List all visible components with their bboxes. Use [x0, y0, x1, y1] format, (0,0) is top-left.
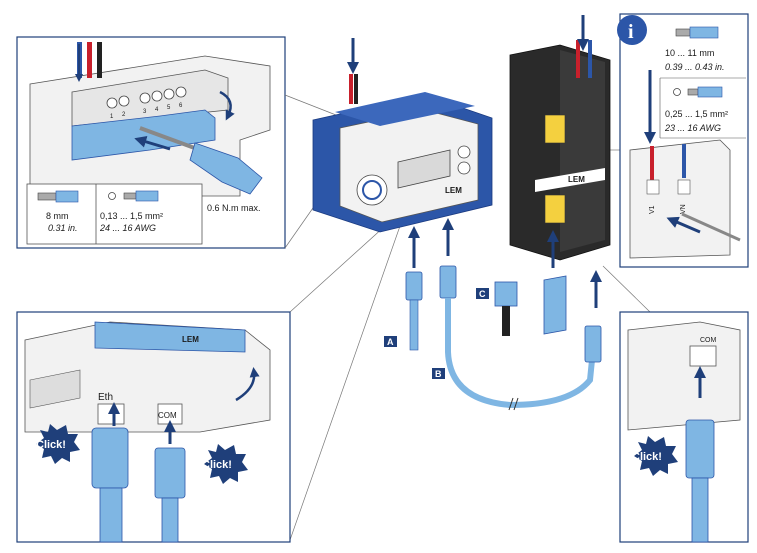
eth-port	[97, 403, 125, 425]
blue-clamp	[71, 109, 216, 161]
click-badge-2: Click!	[202, 444, 248, 484]
terminal-number-3: 3	[143, 109, 147, 115]
terminal-number-2: 2	[122, 112, 126, 118]
badge-a: A	[384, 336, 397, 347]
com-port	[689, 345, 717, 367]
device-button	[457, 161, 471, 175]
terminal-number-4: 4	[155, 107, 159, 113]
com-cable-b	[439, 265, 602, 409]
terminal-number-1: 1	[110, 114, 114, 120]
torque-label: 0.6 N.m max.	[207, 203, 261, 213]
ethernet-cable-a	[405, 271, 423, 351]
brand-logo: LEM	[568, 175, 585, 184]
meter-device: LEM	[312, 74, 493, 233]
dial	[356, 174, 388, 206]
ethernet-plug	[91, 427, 129, 543]
port-label-com: COM	[700, 337, 717, 344]
screwdriver-icon	[139, 126, 263, 195]
click-label-2: Click!	[202, 459, 232, 471]
com-plug	[154, 447, 186, 543]
strip-length-mm: 8 mm	[46, 211, 69, 221]
bottom-left-panel: LEM Eth COM Click! Click!	[16, 311, 291, 543]
wires	[77, 42, 102, 78]
rotate-arrow	[219, 90, 235, 121]
info-cross-section-mm2: 0,25 ... 1,5 mm²	[665, 109, 728, 119]
sensor-device: LEM	[509, 40, 611, 261]
info-cross-section-awg: 23 ... 16 AWG	[664, 123, 721, 133]
zoom-line	[284, 94, 337, 116]
brand-logo: LEM	[182, 335, 199, 344]
connector-c	[494, 281, 518, 336]
info-symbol: i	[628, 21, 634, 43]
ferrule-icon	[108, 190, 159, 202]
terminal-label-v1: V1	[649, 205, 656, 214]
ferrule-icon	[673, 86, 723, 98]
badge-c: C	[476, 288, 489, 299]
push-arrow	[134, 135, 171, 151]
click-label-1: Click!	[36, 439, 66, 451]
click-badge: Click!	[632, 436, 678, 476]
terminal-numbers: 1 2 3 4 5 6	[110, 103, 183, 120]
click-badge-1: Click!	[36, 424, 80, 464]
port-label-eth: Eth	[98, 392, 113, 403]
cable-break	[513, 397, 519, 411]
terminal-label-vn: VN	[680, 204, 687, 214]
voltage-terminal	[629, 139, 731, 259]
badge-a-label: A	[387, 337, 394, 347]
bracket-part	[543, 275, 567, 335]
yellow-block	[544, 194, 566, 224]
terminal-number-6: 6	[179, 103, 183, 109]
info-strip-length-mm: 10 ... 11 mm	[665, 48, 714, 58]
cross-section-mm2: 0,13 ... 1,5 mm²	[100, 211, 163, 221]
click-label: Click!	[632, 451, 662, 463]
port-label-com: COM	[158, 411, 177, 420]
device-button	[457, 145, 471, 159]
rotate-arrow	[235, 367, 260, 402]
cross-section-awg: 24 ... 16 AWG	[99, 223, 156, 233]
brand-logo: LEM	[445, 186, 462, 195]
terminal-number-5: 5	[167, 105, 171, 111]
screwdriver-icon	[681, 212, 741, 242]
badge-c-label: C	[479, 289, 486, 299]
push-arrow	[666, 216, 701, 234]
info-panel: i 10 ... 11 mm 0.39 ... 0.43 in. 0,25 ..…	[617, 13, 749, 268]
terminal-screws	[106, 86, 187, 109]
com-plug	[685, 419, 715, 543]
display	[397, 149, 451, 189]
zoom-line	[289, 225, 386, 313]
zoom-line	[289, 225, 401, 541]
strip-length-icon	[37, 190, 79, 203]
strip-length-in: 0.31 in.	[48, 223, 78, 233]
badge-b-label: B	[435, 369, 442, 379]
top-left-panel: 1 2 3 4 5 6	[16, 36, 286, 249]
badge-b: B	[432, 368, 445, 379]
cable-break	[508, 397, 514, 411]
strip-length-icon	[675, 26, 719, 39]
info-strip-length-in: 0.39 ... 0.43 in.	[665, 62, 725, 72]
yellow-block	[544, 114, 566, 144]
zoom-line	[602, 265, 651, 313]
info-icon	[617, 15, 647, 45]
bottom-right-panel: COM Click!	[619, 311, 749, 543]
